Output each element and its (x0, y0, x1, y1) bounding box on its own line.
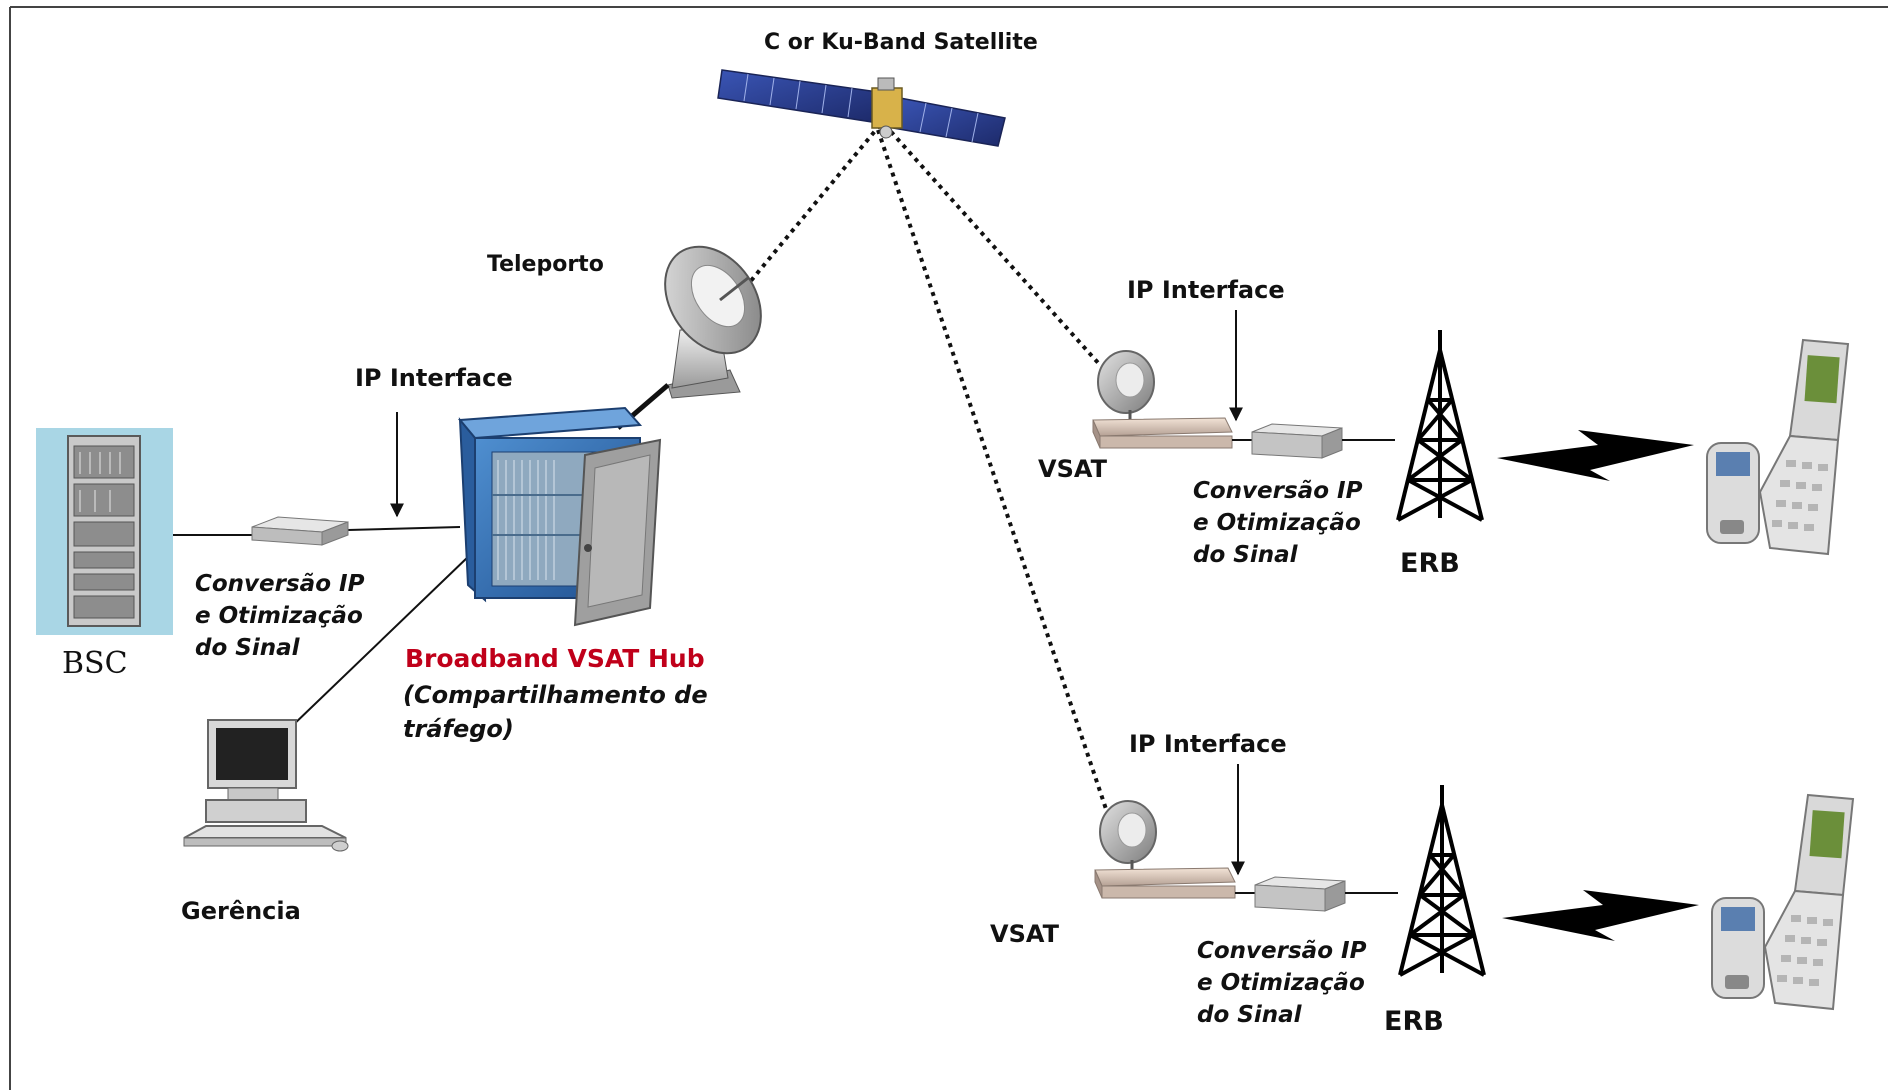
conversion-line: Conversão IP (195, 571, 365, 597)
modem-icon (1094, 867, 1236, 899)
cell-tower-icon (1398, 785, 1486, 977)
uplink-teleport (733, 123, 882, 302)
downlink-vsat-1 (883, 123, 1102, 367)
hub-cabinet-icon (457, 406, 662, 627)
vsat-label: VSAT (990, 920, 1059, 948)
modem-icon (1092, 417, 1233, 449)
hub-wired-links (172, 526, 471, 729)
ip-converter-icon (251, 516, 349, 546)
ip-converter-icon (1251, 423, 1343, 459)
downlink-vsat-2 (876, 129, 1110, 816)
conversion-line: Conversão IP (1197, 938, 1367, 964)
mobile-phones-icon (1706, 338, 1850, 556)
conversion-line: e Otimização (1197, 970, 1365, 996)
teleport-label: Teleporto (487, 252, 604, 277)
hub-title: Broadband VSAT Hub (405, 644, 705, 673)
conversion-line: Conversão IP (1193, 478, 1363, 504)
ip-interface-label: IP Interface (1127, 276, 1285, 304)
erb-label: ERB (1384, 1006, 1444, 1037)
hub-subtitle-line: (Compartilhamento de (403, 681, 708, 709)
hub-subtitle-line: tráfego) (403, 715, 514, 743)
conversion-label: Conversão IP e Otimização do Sinal (195, 568, 364, 664)
ip-converter-icon (1254, 876, 1346, 912)
erb-label: ERB (1400, 548, 1460, 579)
conversion-label: Conversão IP e Otimização do Sinal (1193, 475, 1362, 571)
teleport-dish-icon (664, 245, 762, 399)
computer-icon (183, 719, 349, 852)
lightning-link-icon (1502, 890, 1699, 941)
vsat-dish-icon (1097, 350, 1155, 420)
conversion-line: do Sinal (1197, 1002, 1302, 1028)
satellite-icon (717, 69, 1006, 147)
vsat-dish-icon (1099, 800, 1157, 870)
conversion-label: Conversão IP e Otimização do Sinal (1197, 935, 1366, 1031)
conversion-line: e Otimização (195, 603, 363, 629)
cell-tower-icon (1396, 330, 1484, 522)
satellite-links (733, 123, 1110, 816)
ip-interface-label: IP Interface (1129, 730, 1287, 758)
diagram-frame (9, 6, 1888, 1090)
vsat-label: VSAT (1038, 455, 1107, 483)
hub-subtitle: (Compartilhamento de tráfego) (403, 678, 708, 746)
bsc-rack-icon (36, 428, 173, 635)
management-label: Gerência (181, 897, 301, 925)
ip-interface-label: IP Interface (355, 364, 513, 392)
conversion-line: do Sinal (195, 635, 300, 661)
remote-site-2 (1094, 764, 1855, 1011)
conversion-line: do Sinal (1193, 542, 1298, 568)
lightning-link-icon (1497, 430, 1694, 481)
satellite-label: C or Ku-Band Satellite (764, 30, 1038, 55)
conversion-line: e Otimização (1193, 510, 1361, 536)
remote-site-1 (1092, 310, 1850, 556)
mobile-phones-icon (1711, 793, 1855, 1011)
bsc-label: BSC (62, 646, 128, 681)
